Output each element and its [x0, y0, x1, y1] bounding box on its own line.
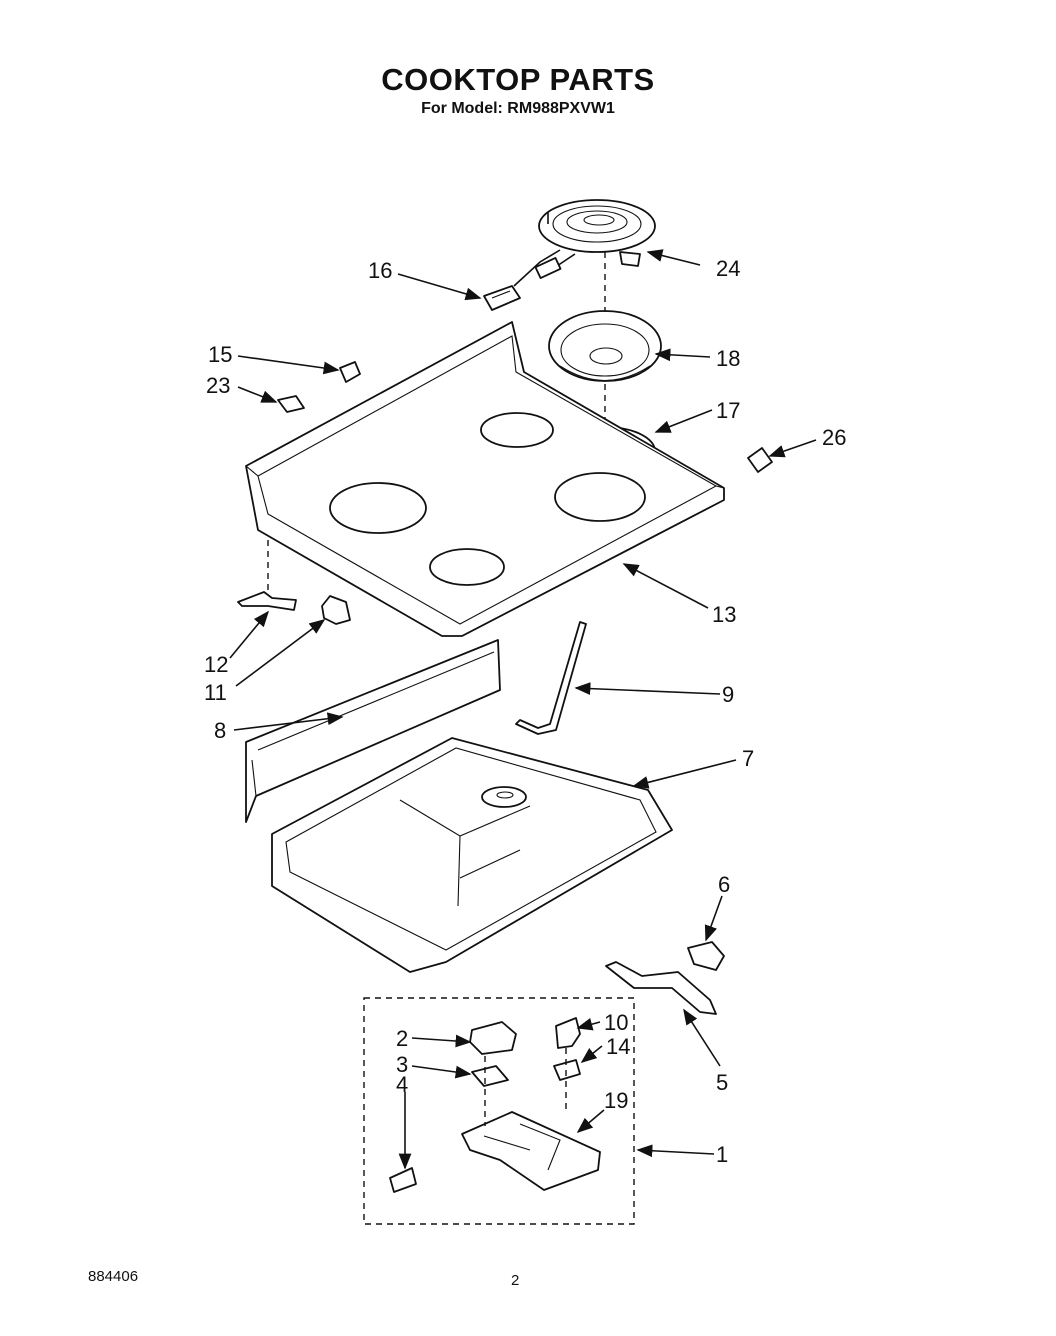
label-17: 17 [716, 398, 740, 423]
label-19: 24 [716, 256, 740, 281]
front-strip [245, 639, 501, 823]
label-5: 5 [716, 1070, 728, 1095]
label-3: 3 [396, 1052, 408, 1077]
page-number: 2 [511, 1272, 520, 1289]
label-1: 1 [716, 1142, 728, 1167]
label-26: 19 [604, 1088, 628, 1113]
label-15: 15 [208, 342, 232, 367]
bracket-11 [321, 595, 351, 625]
terminal-block [483, 285, 521, 311]
label-16: 16 [368, 258, 392, 283]
label-2: 2 [396, 1026, 408, 1051]
leader-lines [229, 249, 817, 1170]
clip-6 [687, 941, 725, 971]
label-23: 23 [206, 373, 230, 398]
clip-24 [747, 447, 773, 473]
clip-15 [339, 361, 361, 383]
document-code: 884406 [88, 1268, 139, 1285]
drip-bowl [548, 310, 662, 382]
label-8: 8 [214, 718, 226, 743]
clip-23 [277, 395, 305, 413]
switch-assembly [389, 1017, 601, 1193]
bracket-5 [605, 961, 717, 1015]
label-12: 12 [204, 652, 228, 677]
switch-assembly-box [363, 997, 635, 1225]
label-18: 18 [716, 346, 740, 371]
label-24: 26 [822, 425, 846, 450]
label-4: 4 [396, 1072, 408, 1097]
burner-box [271, 737, 673, 973]
label-13: 13 [712, 602, 736, 627]
label-14: 14 [606, 1034, 630, 1059]
label-11: 11 [204, 680, 227, 705]
surface-element [513, 199, 656, 287]
model-subtitle: For Model: RM988PXVW1 [421, 100, 615, 117]
rod [515, 621, 587, 735]
callout-labels: 24 16 18 15 17 23 26 13 12 11 9 8 7 6 10… [204, 256, 846, 1167]
label-10: 10 [604, 1010, 628, 1035]
label-9: 9 [722, 682, 734, 707]
label-7: 7 [742, 746, 754, 771]
label-6: 6 [718, 872, 730, 897]
cooktop [245, 321, 725, 637]
page-title: COOKTOP PARTS [381, 62, 655, 97]
wire-connector-12 [237, 591, 297, 611]
